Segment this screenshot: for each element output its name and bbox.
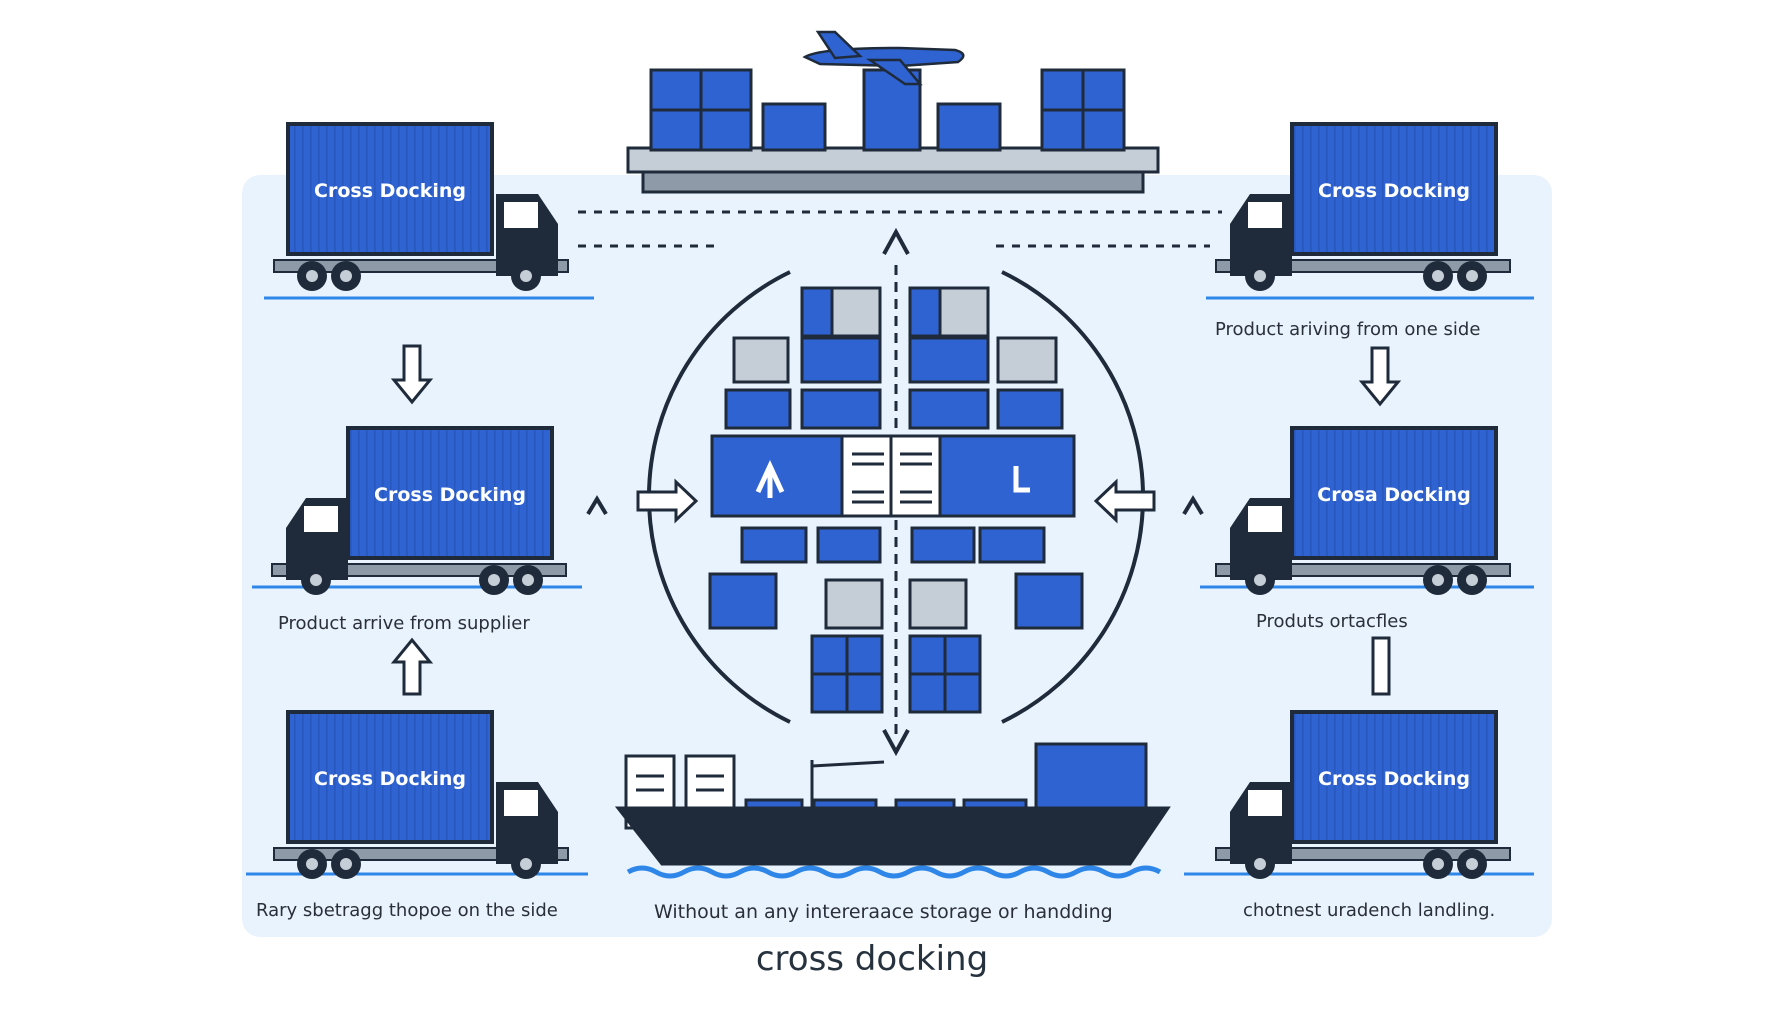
truck-1: Cross Docking — [273, 122, 569, 291]
left-down-arrow-icon — [390, 344, 434, 405]
caption-right-top: Product ariving from one side — [1215, 319, 1480, 340]
right-arrow-icon — [636, 478, 699, 524]
airplane-icon — [802, 30, 965, 86]
platform-crates — [649, 68, 1126, 152]
truck-6: Cross Docking — [1215, 710, 1511, 879]
caption-left-bottom: Rary sbetragg thopoe on the side — [256, 900, 558, 921]
truck-label: Cross Docking — [374, 484, 526, 506]
caption-center-bottom: Without an any intereraace storage or ha… — [654, 901, 1113, 923]
truck-label: Cross Docking — [1318, 768, 1470, 790]
container — [1290, 426, 1498, 560]
truck-label: Cross Docking — [1318, 180, 1470, 202]
right-bar-icon — [1371, 636, 1391, 696]
caption-left-middle: Product arrive from supplier — [278, 613, 530, 634]
flow-arrows — [390, 344, 1402, 696]
page-title: cross docking — [756, 939, 988, 979]
left-caret-icon — [586, 495, 608, 516]
hub-boxes — [708, 286, 1084, 714]
container — [286, 710, 494, 844]
container — [346, 426, 554, 560]
caption-right-bottom: chotnest uradench landling. — [1243, 900, 1495, 921]
water-waves — [626, 865, 1162, 879]
container — [286, 122, 494, 256]
down-arrow-icon — [882, 729, 910, 757]
truck-label: Cross Docking — [314, 768, 466, 790]
truck-3: Cross Docking — [273, 710, 569, 879]
truck-2: Cross Docking — [271, 426, 567, 595]
right-down-arrow-icon — [1358, 346, 1402, 407]
truck-label: Cross Docking — [314, 180, 466, 202]
dashed-connectors — [578, 210, 1222, 248]
truck-label: Crosa Docking — [1317, 484, 1470, 506]
caption-right-middle: Produts ortacfles — [1256, 611, 1408, 632]
container — [1290, 710, 1498, 844]
cargo-ship-icon — [614, 742, 1171, 879]
truck-5: Crosa Docking — [1215, 426, 1511, 595]
left-up-arrow-icon — [390, 637, 434, 696]
air-cargo-platform — [626, 30, 1160, 194]
up-arrow-icon — [882, 227, 910, 255]
right-caret-icon — [1182, 495, 1204, 516]
truck-4: Cross Docking — [1215, 122, 1511, 291]
cross-dock-hub — [586, 227, 1204, 757]
left-arrow-icon — [1093, 478, 1156, 524]
container — [1290, 122, 1498, 256]
